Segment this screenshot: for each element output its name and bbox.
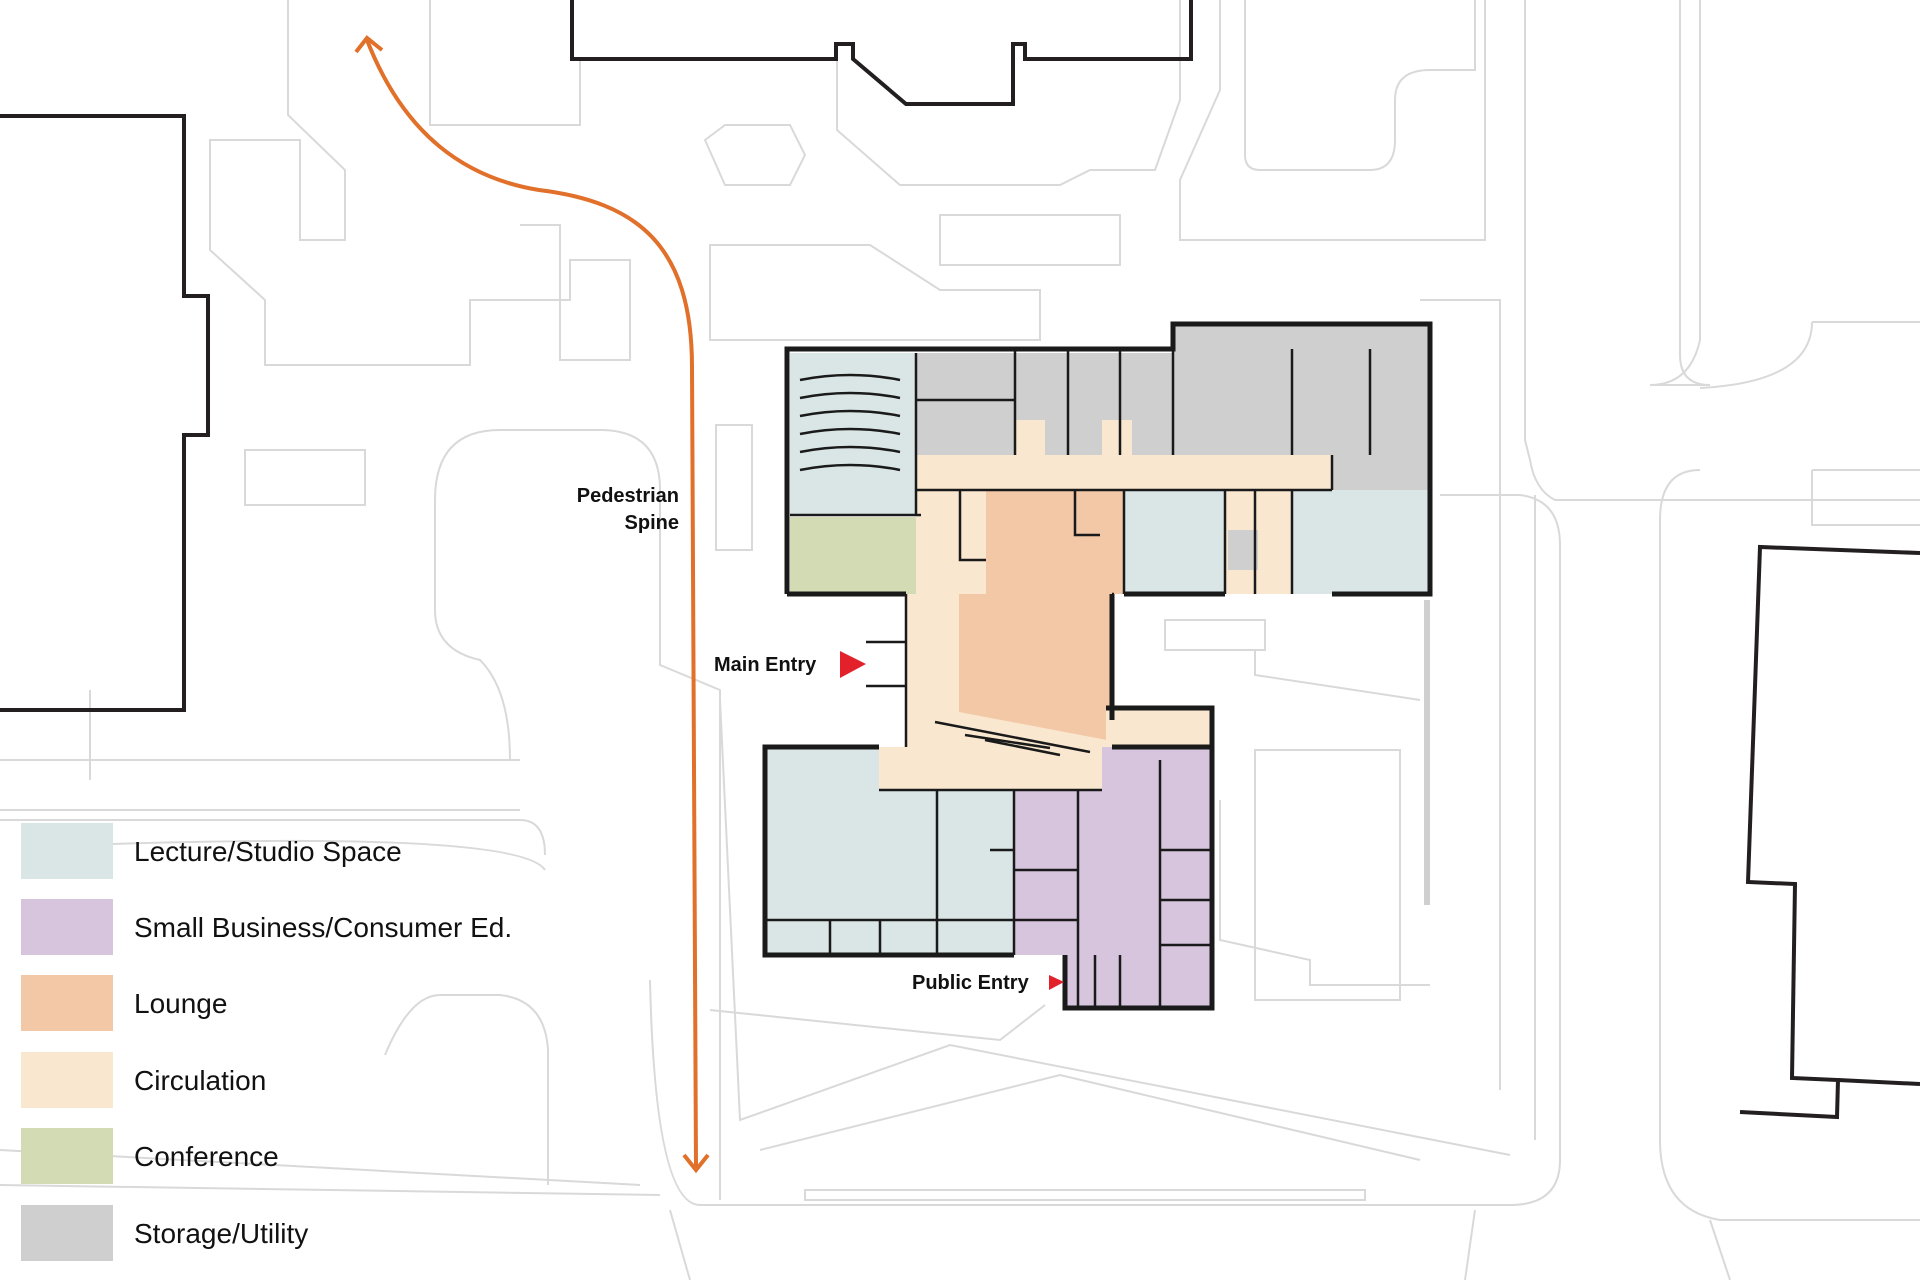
area-small-business [1065, 955, 1095, 1008]
area-lecture [1292, 490, 1430, 594]
arrow-up-icon [354, 35, 384, 54]
area-lecture [879, 790, 1014, 955]
area-lounge [959, 594, 1112, 741]
area-circulation [1106, 708, 1212, 747]
area-lounge [986, 490, 1124, 594]
legend-label: Lounge [134, 988, 227, 1019]
area-conference [790, 517, 921, 594]
legend-swatch-circulation [21, 1052, 113, 1108]
legend-label: Lecture/Studio Space [134, 836, 402, 867]
pedestrian-spine-label: Pedestrian [577, 485, 679, 507]
area-circulation [916, 490, 986, 594]
arrow-down-icon [682, 1153, 710, 1174]
legend-swatch-conference [21, 1128, 113, 1184]
legend: Lecture/Studio Space Small Business/Cons… [21, 823, 512, 1261]
area-circulation [916, 455, 1332, 490]
legend-swatch-storage [21, 1205, 113, 1261]
adjacent-building-east [1739, 544, 1920, 1120]
legend-swatch-small-business [21, 899, 113, 955]
main-entry-label: Main Entry [714, 654, 817, 676]
area-storage [1228, 530, 1258, 570]
floor-plan [762, 321, 1433, 1011]
entry-marker-icon [1049, 975, 1064, 990]
legend-label: Small Business/Consumer Ed. [134, 912, 512, 943]
area-storage [1173, 324, 1430, 354]
area-small-business [1102, 747, 1212, 792]
legend-label: Circulation [134, 1065, 266, 1096]
area-storage [1332, 455, 1430, 490]
adjacent-building-north [570, 0, 1193, 106]
pedestrian-spine-path [354, 35, 710, 1174]
area-circulation [1102, 420, 1132, 460]
pedestrian-spine-label: Spine [625, 512, 679, 534]
legend-label: Storage/Utility [134, 1218, 308, 1249]
entry-marker-icon [840, 651, 866, 678]
public-entry-label: Public Entry [912, 972, 1030, 994]
adjacent-building-west [0, 114, 210, 712]
legend-label: Conference [134, 1141, 279, 1172]
legend-swatch-lecture [21, 823, 113, 879]
area-small-business [1014, 790, 1078, 955]
area-circulation [1015, 420, 1045, 460]
area-lecture [1124, 490, 1225, 594]
area-lecture [765, 747, 879, 955]
legend-swatch-lounge [21, 975, 113, 1031]
